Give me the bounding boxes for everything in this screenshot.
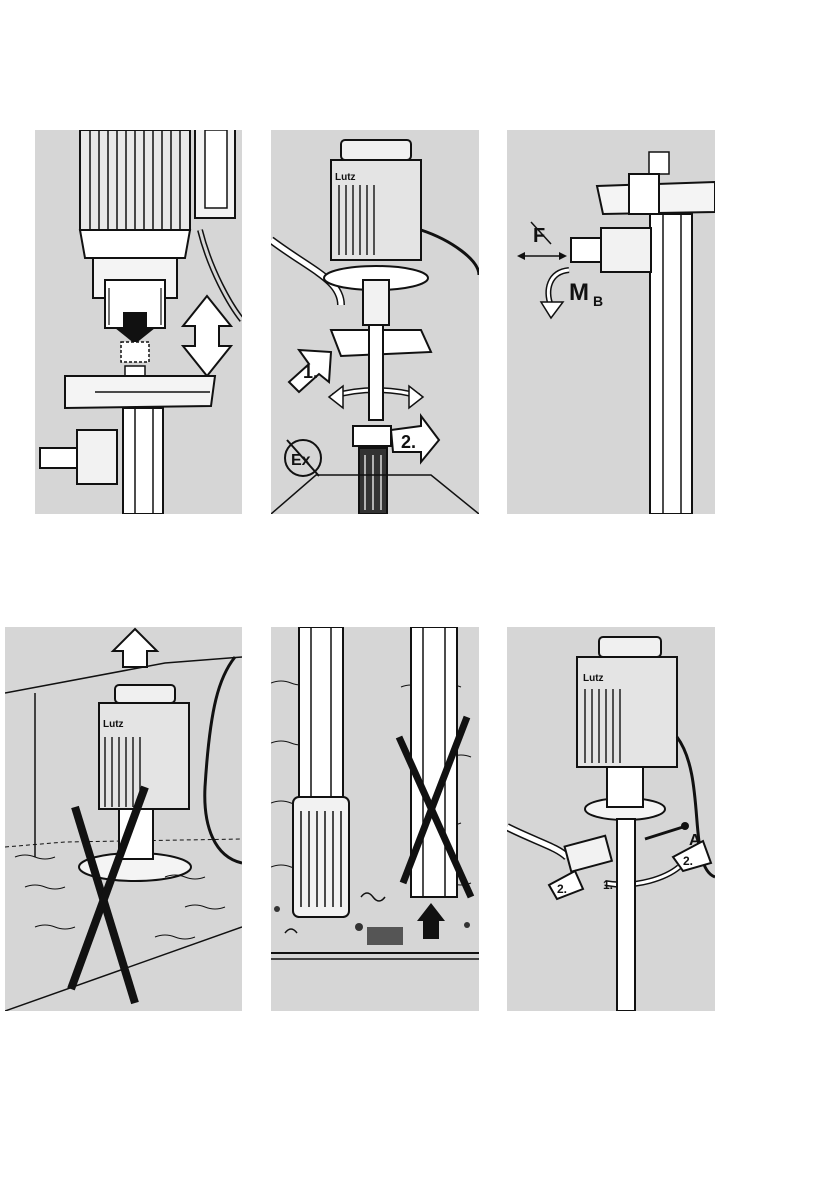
motor-brand-label: Lutz <box>583 673 604 684</box>
panel-barrel-mounting: Lutz 1. 2. Ex <box>271 130 479 514</box>
panel-motor-coupling <box>35 130 242 514</box>
motor-brand-label: Lutz <box>335 172 356 183</box>
step-1-label: 1. <box>603 878 613 892</box>
illustration-hose-disconnect: Lutz A 2. 1. 2. <box>507 627 715 1011</box>
illustration-spout-forces: F M B <box>507 130 715 514</box>
step-1-label: 1. <box>303 362 318 382</box>
step-2-label: 2. <box>401 432 416 452</box>
illustration-strainer-use <box>271 627 479 1011</box>
step-2b-label: 2. <box>557 882 567 896</box>
moment-subscript: B <box>593 293 603 309</box>
panel-hose-disconnect: Lutz A 2. 1. 2. <box>507 627 715 1011</box>
illustration-barrel-mounting: Lutz 1. 2. Ex <box>271 130 479 514</box>
panel-strainer-use <box>271 627 479 1011</box>
step-2a-label: 2. <box>683 854 693 868</box>
illustration-vessel-removal: Lutz <box>5 627 242 1011</box>
illustration-motor-coupling <box>35 130 242 514</box>
moment-label: M <box>569 279 589 306</box>
panel-spout-forces: F M B <box>507 130 715 514</box>
panel-vessel-removal: Lutz <box>5 627 242 1011</box>
motor-brand-label: Lutz <box>103 719 124 730</box>
